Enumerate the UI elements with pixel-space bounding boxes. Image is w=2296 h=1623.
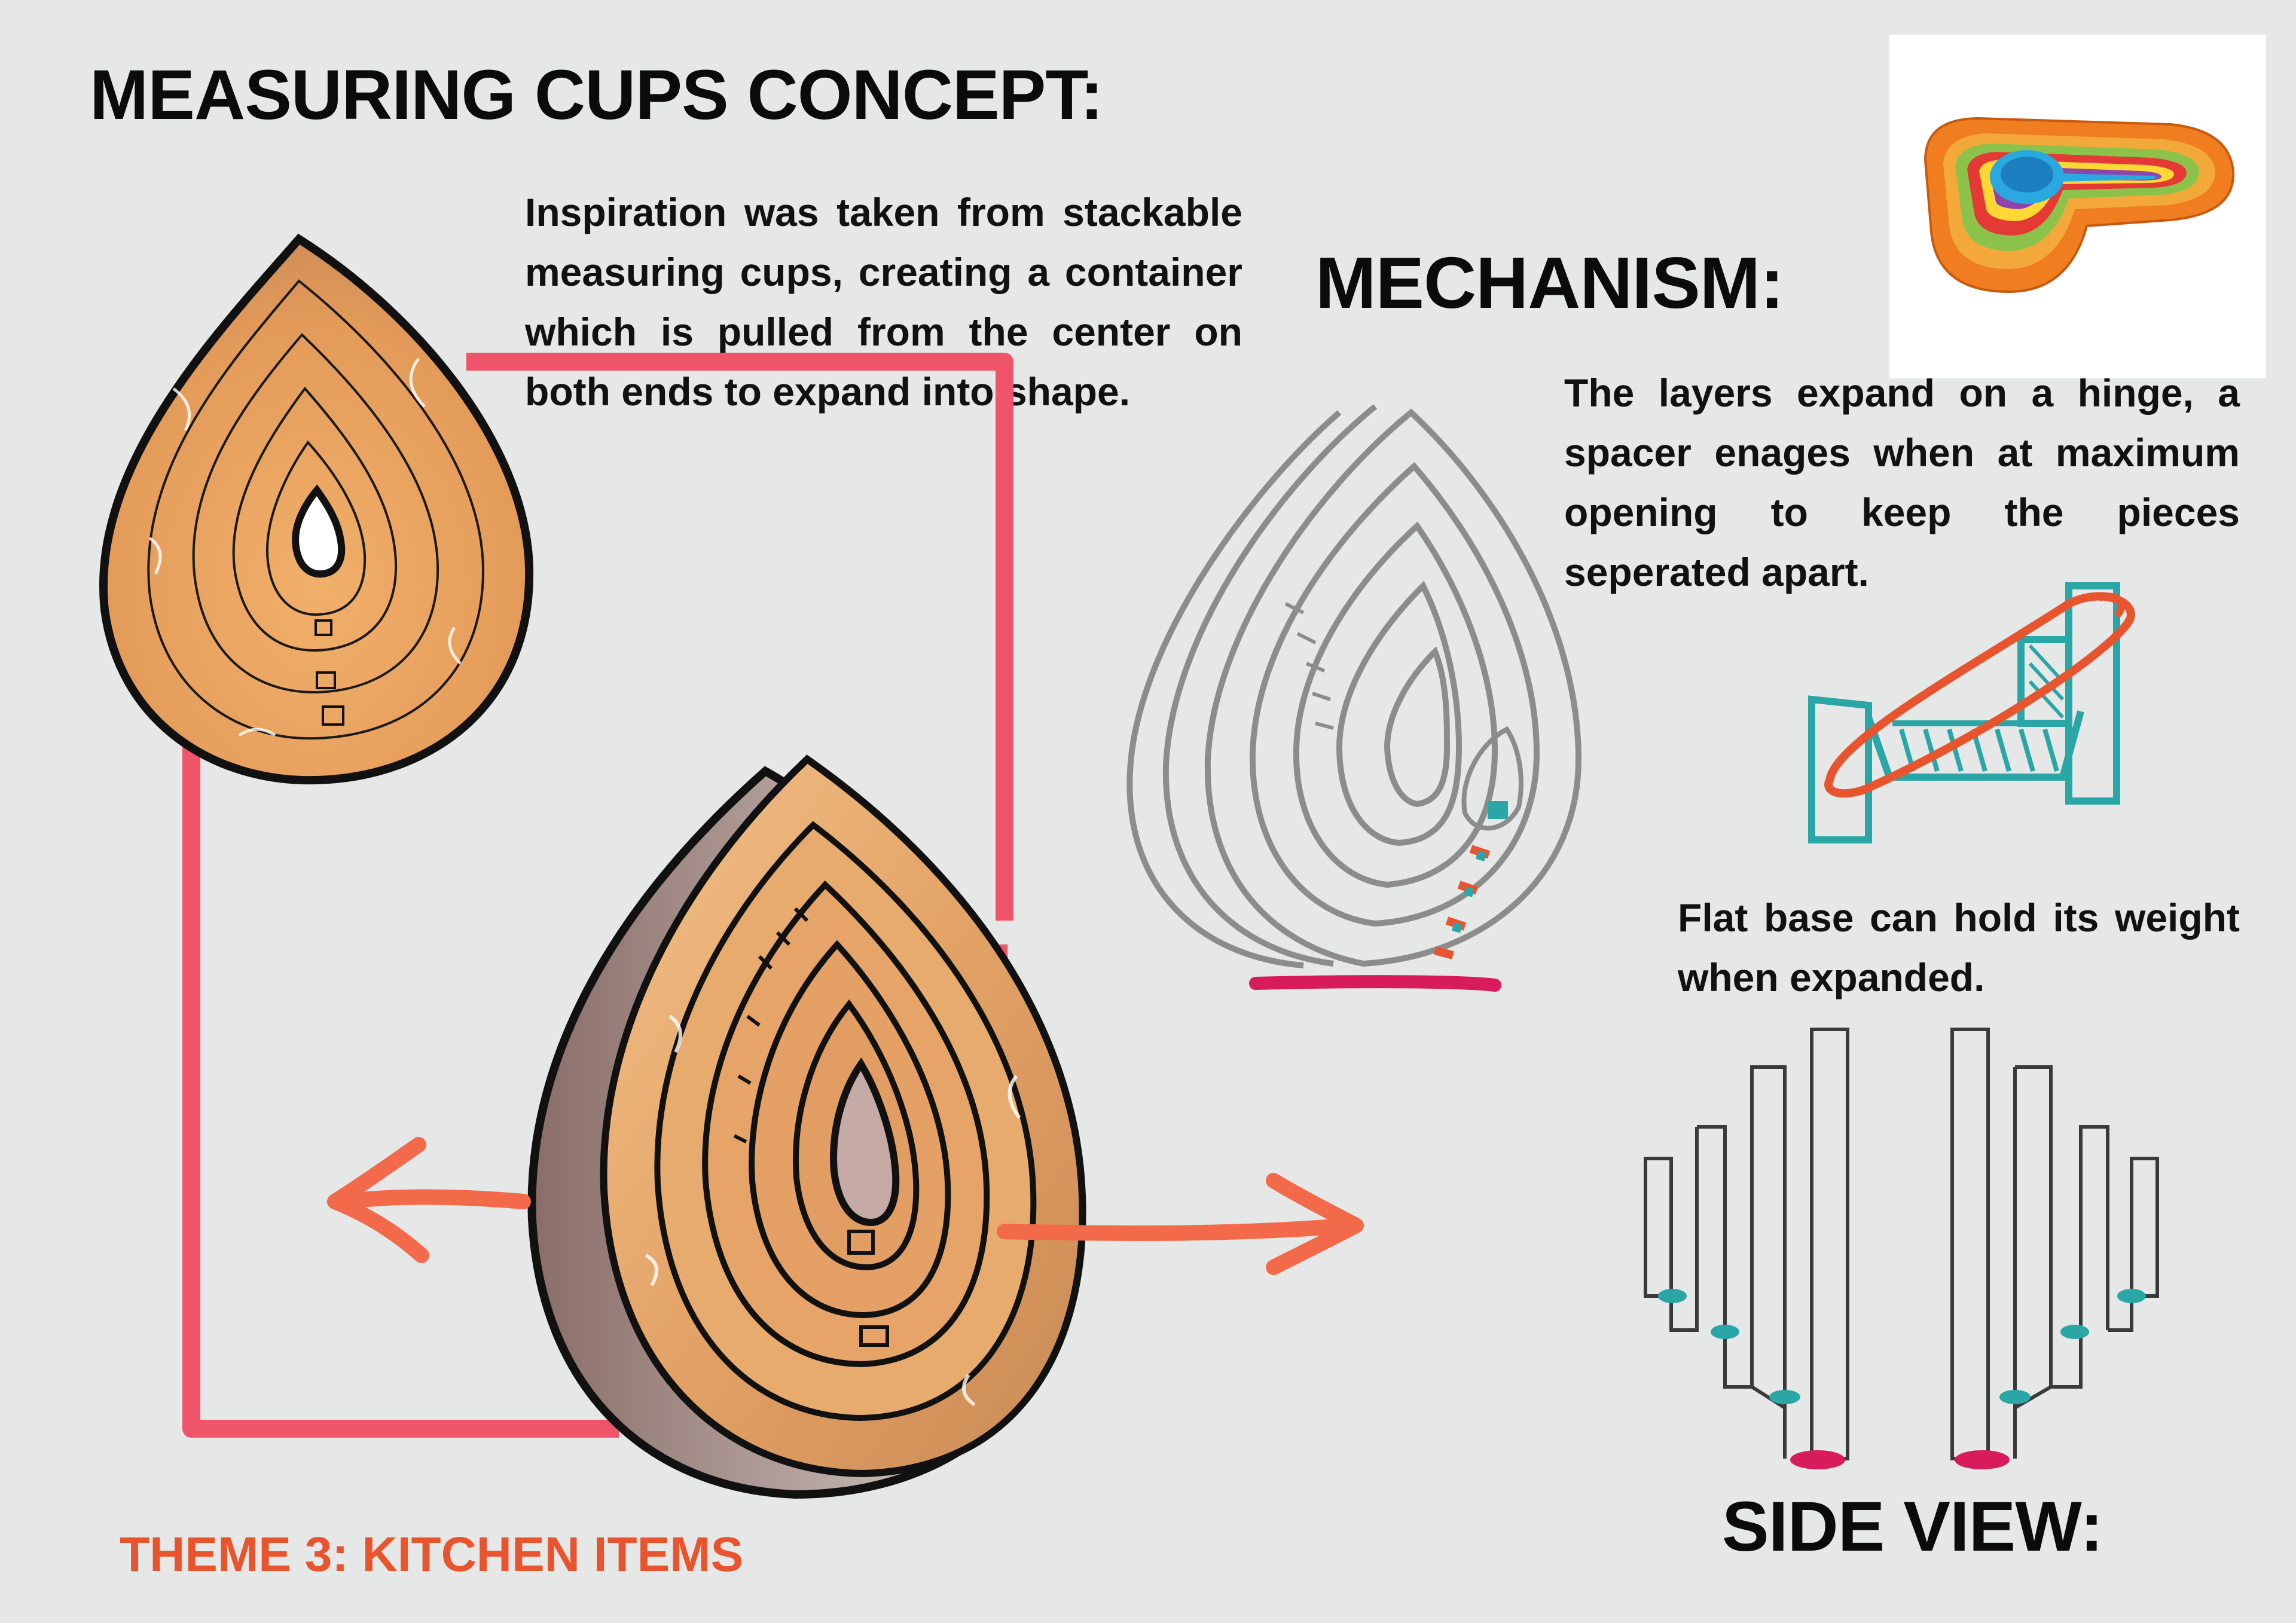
theme-label: THEME 3: KITCHEN ITEMS (120, 1527, 744, 1582)
mechanism-sketch (1126, 404, 1582, 968)
mechanism-spacers (1434, 801, 1508, 959)
expanded-cup-sketch (527, 754, 1086, 1499)
arrow-right-icon (997, 1173, 1364, 1275)
flat-base-text: Flat base can hold its weight when expan… (1678, 895, 2240, 1000)
side-view-sketch (1644, 1028, 2159, 1460)
mechanism-base-line (1249, 975, 1501, 992)
mechanism-title: MECHANISM: (1315, 242, 1784, 323)
page-title: MEASURING CUPS CONCEPT: (90, 56, 1104, 135)
side-view-title: SIDE VIEW: (1722, 1487, 2103, 1566)
arrow-left-icon (327, 1137, 531, 1263)
reference-photo (1889, 35, 2266, 378)
hinge-spacer-sketch (1808, 582, 2135, 843)
closed-cup-sketch (99, 233, 534, 785)
measuring-cups-photo (1923, 117, 2235, 294)
side-view-spacers (1658, 1289, 2146, 1469)
inspiration-text: Inspiration was taken from stackable mea… (525, 190, 1242, 414)
